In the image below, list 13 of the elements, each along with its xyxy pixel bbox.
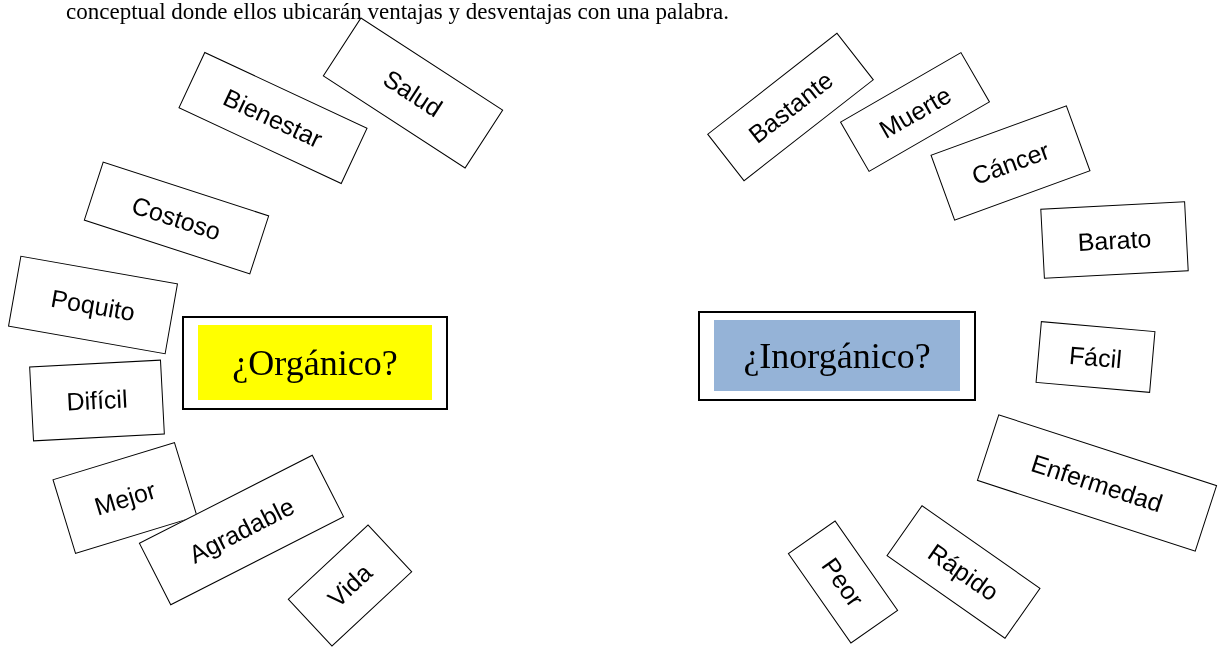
highlighted-question: ¿Orgánico?: [198, 325, 432, 400]
word-label: Fácil: [1067, 340, 1123, 374]
word-label: Costoso: [127, 190, 225, 246]
word-label: Vida: [322, 557, 378, 613]
word-label: Barato: [1076, 223, 1152, 257]
title-box: [698, 311, 976, 401]
word-label: Cáncer: [967, 135, 1053, 191]
word-label: Poquito: [48, 283, 138, 327]
word-label: Difícil: [65, 383, 129, 417]
title-box: [182, 316, 448, 410]
word-label: Mejor: [90, 475, 160, 521]
instruction-text: conceptual donde ellos ubicarán ventajas y desventajas con una palabra.: [66, 0, 729, 25]
highlighted-question: ¿Inorgánico?: [714, 320, 960, 391]
